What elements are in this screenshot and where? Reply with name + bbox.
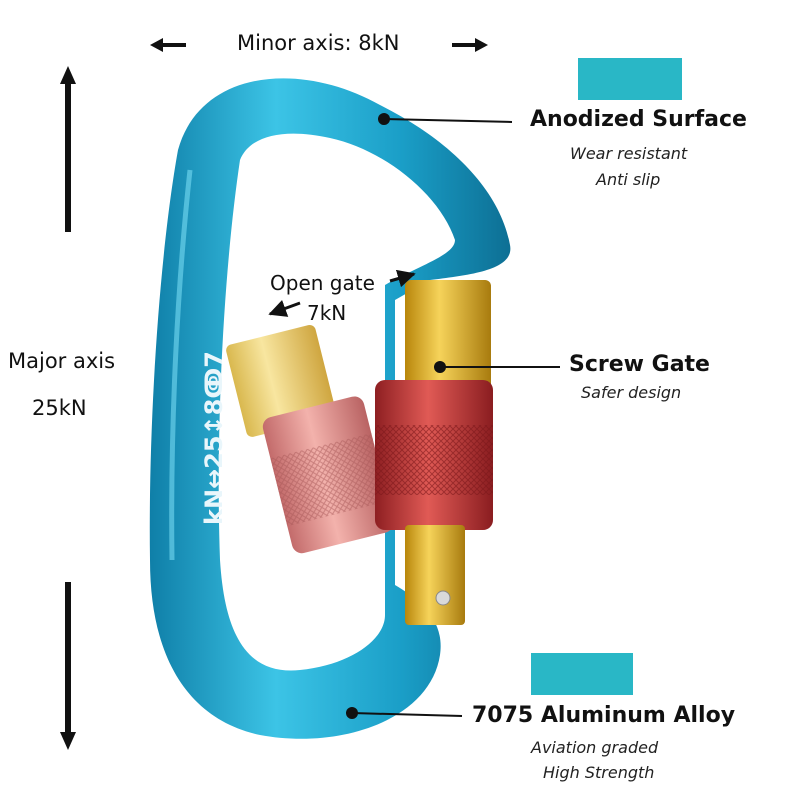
screw-gate-title: Screw Gate <box>569 352 710 377</box>
minor-axis-arrows <box>150 38 488 52</box>
minor-axis-label: Minor axis: 8kN <box>237 31 400 55</box>
major-axis-value: 25kN <box>32 396 87 420</box>
minor-axis-right-arrow-icon <box>452 38 488 52</box>
open-gate-label: Open gate <box>270 271 375 295</box>
minor-axis-left-arrow-icon <box>150 38 186 52</box>
gate-pin <box>435 590 451 606</box>
carabiner-body <box>149 78 511 739</box>
anodized-color-swatch <box>578 58 682 100</box>
engraving-text: kN↔25↕8ↂ7 <box>200 351 228 525</box>
anodized-title: Anodized Surface <box>530 107 747 132</box>
major-axis-down-arrow-icon <box>60 582 76 750</box>
major-axis-label: Major axis <box>8 349 116 373</box>
open-gate-arrow-upper <box>389 269 416 288</box>
screw-gate-leader-dot <box>434 361 446 373</box>
open-gate-value: 7kN <box>307 301 347 325</box>
alloy-line-1: Aviation graded <box>531 738 659 757</box>
anodized-leader-dot <box>378 113 390 125</box>
leader-lines <box>346 113 560 719</box>
open-gate-ghost <box>226 324 394 554</box>
alloy-leader-dot <box>346 707 358 719</box>
alloy-title: 7075 Aluminum Alloy <box>472 703 736 728</box>
major-axis-arrows <box>60 66 76 750</box>
carabiner-highlight <box>169 169 193 561</box>
alloy-line-2: High Strength <box>543 763 655 782</box>
screw-gate <box>375 280 493 625</box>
alloy-color-swatch <box>531 653 633 695</box>
anodized-line-1: Wear resistant <box>570 144 688 163</box>
alloy-leader <box>351 712 463 717</box>
anodized-line-2: Anti slip <box>596 170 661 189</box>
major-axis-up-arrow-icon <box>60 66 76 232</box>
open-gate-arrow-lower <box>268 299 301 317</box>
anodized-leader <box>383 118 513 123</box>
screw-gate-line-1: Safer design <box>581 383 682 402</box>
